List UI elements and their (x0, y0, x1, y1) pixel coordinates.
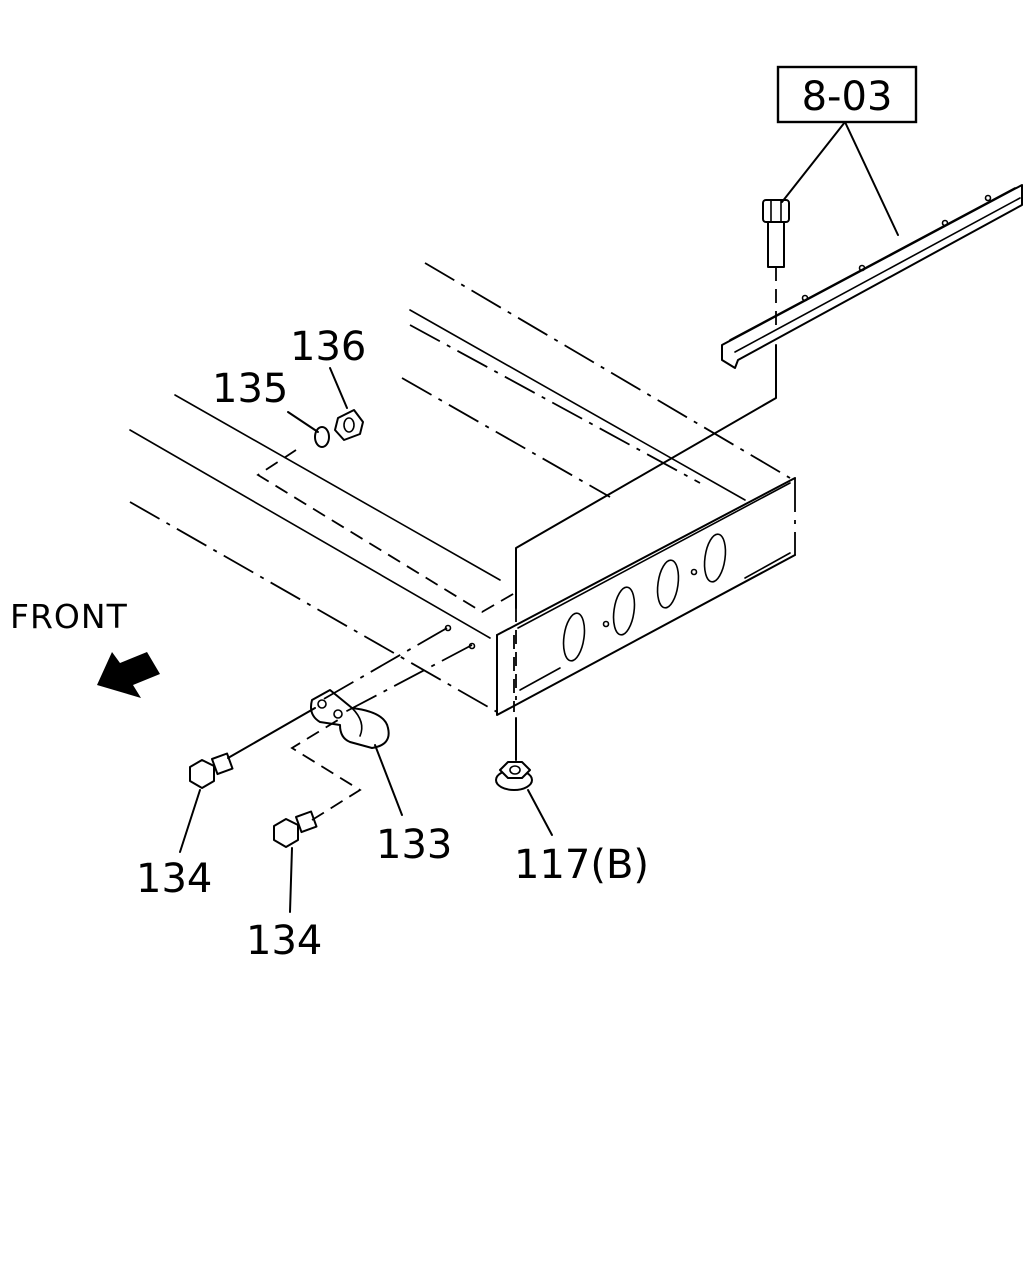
reference-box: 8-03 (776, 65, 918, 236)
washer-135 (314, 426, 330, 448)
bolt-134-upper (189, 707, 316, 789)
frame-rails (129, 262, 791, 713)
upper-bolt-path (515, 344, 777, 609)
callout-136: 136 (290, 324, 366, 370)
hook-mount-line-1 (321, 627, 448, 701)
callout-133: 133 (376, 822, 452, 868)
reinforcement-outline (256, 449, 521, 614)
tow-hook-133 (310, 689, 390, 749)
callout-134-lower: 134 (246, 918, 322, 964)
front-arrow-icon (97, 652, 160, 698)
callout-134-upper: 134 (136, 856, 212, 902)
callout-135: 135 (212, 366, 288, 412)
front-label: FRONT (10, 597, 128, 636)
angle-bracket (721, 184, 1023, 369)
reference-label: 8-03 (802, 74, 893, 120)
lower-bolt-zigzag (290, 719, 362, 821)
hook-mount-line-2 (344, 644, 473, 713)
nut-136 (334, 409, 364, 441)
flange-nut-117b (495, 761, 533, 791)
bolt-134-lower (273, 810, 318, 848)
rear-crossmember (496, 477, 796, 716)
callout-117b: 117(B) (514, 842, 649, 888)
upper-bolt (762, 199, 790, 330)
